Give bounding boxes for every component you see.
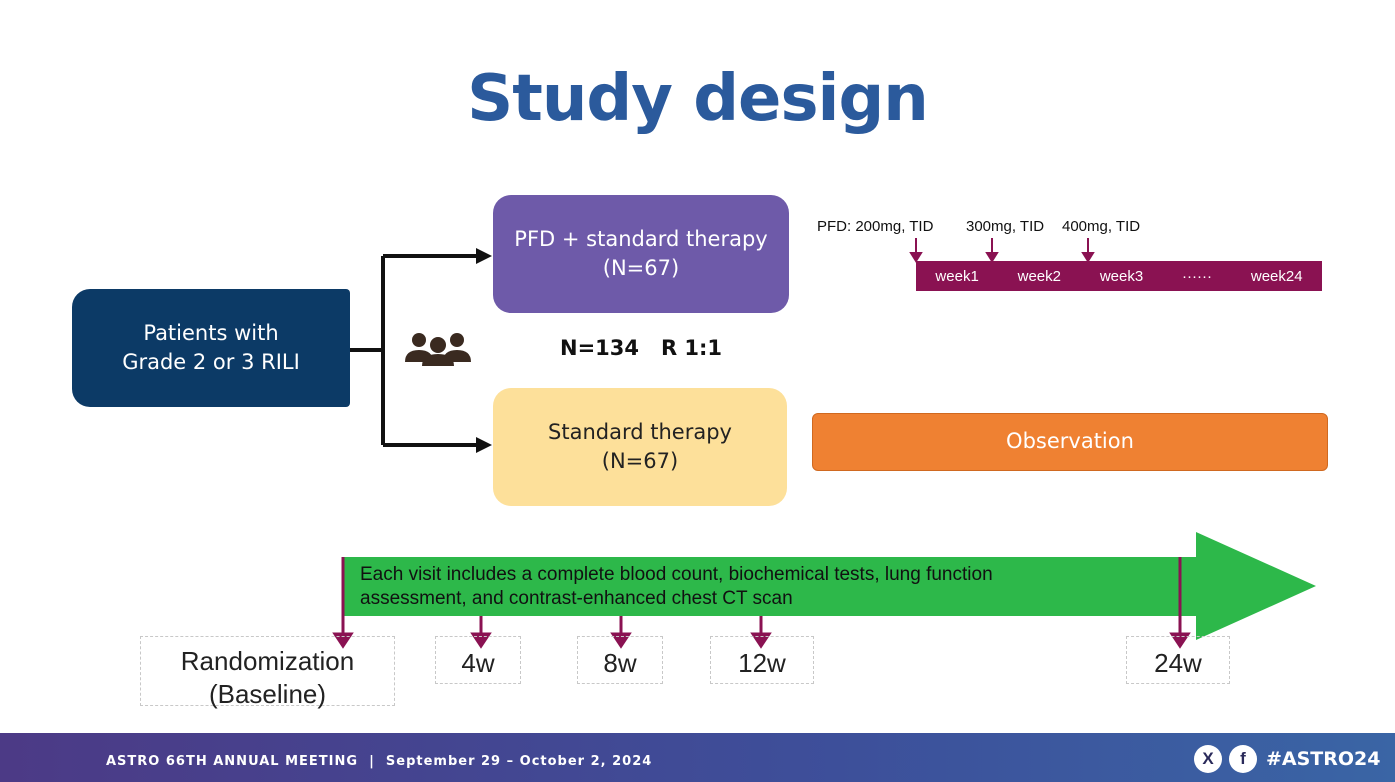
timeline-arrow	[343, 532, 1316, 640]
patients-line1: Patients with	[143, 320, 279, 345]
visit-text-line2: assessment, and contrast-enhanced chest …	[360, 587, 793, 609]
pfd-arm-box: PFD + standard therapy (N=67)	[493, 195, 789, 313]
randomization-label: N=134 R 1:1	[560, 336, 723, 360]
hashtag: #ASTRO24	[1266, 748, 1381, 770]
dose-400: 400mg, TID	[1062, 218, 1141, 235]
randomization-line1: Randomization	[180, 646, 355, 676]
timepoint-4w: 4w	[435, 636, 521, 684]
standard-arm-line1: Standard therapy	[548, 419, 732, 444]
week-label: week3	[1099, 267, 1144, 285]
randomization-line2: (Baseline)	[208, 678, 327, 709]
timepoint-8w: 8w	[577, 636, 663, 684]
dose-300: 300mg, TID	[966, 218, 1045, 235]
week-ellipsis: ······	[1182, 267, 1213, 285]
dose-200: PFD: 200mg, TID	[817, 218, 934, 235]
visit-text-line1: Each visit includes a complete blood cou…	[360, 564, 993, 585]
observation-box: Observation	[812, 413, 1328, 471]
patients-line2: Grade 2 or 3 RILI	[122, 350, 300, 374]
pfd-arm-line1: PFD + standard therapy	[514, 226, 768, 251]
week-label: week2	[1017, 267, 1061, 285]
facebook-icon[interactable]: f	[1229, 745, 1257, 773]
patients-box: Patients with Grade 2 or 3 RILI	[72, 289, 350, 407]
timepoint-markers	[332, 557, 1191, 649]
arrowhead-standard	[476, 437, 492, 453]
timepoint-randomization: Randomization (Baseline)	[140, 636, 395, 709]
visit-description: Each visit includes a complete blood cou…	[360, 563, 1160, 611]
timepoint-12w: 12w	[710, 636, 814, 684]
arrowhead-pfd	[476, 248, 492, 264]
meeting-info: ASTRO 66TH ANNUAL MEETING | September 29…	[106, 754, 653, 769]
observation-label: Observation	[1006, 429, 1134, 454]
standard-arm-box: Standard therapy (N=67)	[493, 388, 787, 506]
pfd-arm-line2: (N=67)	[602, 256, 680, 280]
footer-bar	[0, 733, 1395, 782]
standard-arm-line2: (N=67)	[601, 449, 679, 473]
slide-title: Study design	[467, 62, 929, 136]
week-bar: week1 week2 week3 ······ week24	[916, 261, 1322, 291]
x-icon[interactable]: X	[1194, 745, 1222, 773]
dose-markers	[909, 238, 1095, 263]
people-icon	[405, 333, 471, 366]
week-label: week1	[935, 267, 979, 285]
timepoint-24w: 24w	[1126, 636, 1230, 684]
week-label: week24	[1250, 267, 1303, 285]
